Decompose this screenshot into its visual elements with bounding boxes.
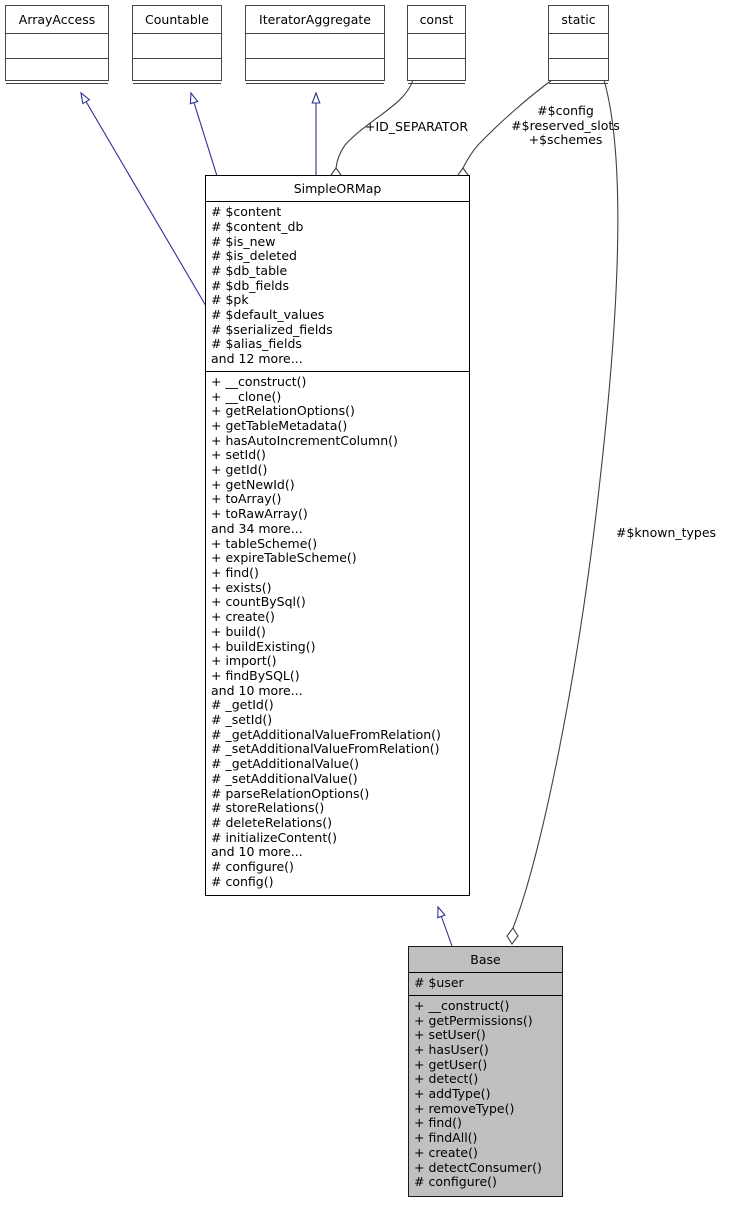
class-member: and 10 more...: [211, 682, 303, 698]
class-member: # _setAdditionalValue(): [211, 770, 358, 786]
class-member: + buildExisting(): [211, 638, 316, 654]
class-box-base[interactable]: Base # $user + __construct()+ getPermiss…: [408, 946, 563, 1197]
class-member: + exists(): [211, 579, 272, 595]
class-member: + __construct(): [414, 997, 510, 1013]
class-member: + toRawArray(): [211, 506, 308, 522]
class-title-iterator-aggregate: IteratorAggregate: [246, 6, 384, 35]
class-member: # $is_deleted: [211, 248, 297, 264]
class-member: + __construct(): [211, 373, 307, 389]
class-member: # _getId(): [211, 697, 274, 713]
class-member: + find(): [414, 1115, 462, 1131]
class-member: + getPermissions(): [414, 1012, 533, 1028]
class-member: + getTableMetadata(): [211, 417, 348, 433]
class-box-static[interactable]: static: [548, 5, 609, 85]
class-member: # parseRelationOptions(): [211, 785, 370, 801]
class-member: + hasUser(): [414, 1041, 489, 1057]
class-member: + findAll(): [414, 1130, 478, 1146]
class-title-simple-or-map: SimpleORMap: [206, 176, 469, 203]
class-member: # $db_fields: [211, 277, 290, 293]
class-operations-array-access: [6, 59, 108, 85]
class-member: + getUser(): [414, 1056, 488, 1072]
class-member: + getNewId(): [211, 476, 295, 492]
edge-label-config: #$config: [537, 103, 594, 118]
class-member: + toArray(): [211, 491, 282, 507]
class-member: + expireTableScheme(): [211, 550, 357, 566]
edge-simpleormap-arrayaccess: [80, 91, 207, 307]
class-member: # $is_new: [211, 233, 276, 249]
class-member: + addType(): [414, 1086, 491, 1102]
class-member: # configure(): [414, 1174, 497, 1190]
class-member: + removeType(): [414, 1100, 515, 1116]
class-box-const[interactable]: const: [407, 5, 466, 85]
class-member: + hasAutoIncrementColumn(): [211, 432, 398, 448]
edge-base-simpleormap: [437, 905, 453, 947]
class-member: + create(): [211, 609, 275, 625]
class-operations-countable: [133, 59, 221, 85]
class-operations-static: [549, 59, 608, 85]
class-member: # $serialized_fields: [211, 321, 333, 337]
class-member: + tableScheme(): [211, 535, 318, 551]
class-member: and 34 more...: [211, 520, 303, 536]
class-box-iterator-aggregate[interactable]: IteratorAggregate: [245, 5, 385, 85]
class-title-base: Base: [409, 947, 562, 974]
class-member: + find(): [211, 565, 259, 580]
class-member: + build(): [211, 623, 266, 639]
class-title-const: const: [408, 6, 465, 35]
class-member: and 10 more...: [211, 844, 303, 860]
class-member: + setUser(): [414, 1027, 486, 1043]
class-operations-base: + __construct()+ getPermissions()+ setUs…: [409, 996, 562, 1194]
class-title-array-access: ArrayAccess: [6, 6, 108, 35]
class-member: # $alias_fields: [211, 336, 302, 352]
class-operations-iterator-aggregate: [246, 59, 384, 85]
class-member: # _getAdditionalValue(): [211, 756, 360, 772]
class-member: # _getAdditionalValueFromRelation(): [211, 726, 441, 742]
class-title-static: static: [549, 6, 608, 35]
class-attributes-static: [549, 34, 608, 60]
class-member: + findBySQL(): [211, 667, 300, 683]
class-attributes-array-access: [6, 34, 108, 60]
class-member: + __clone(): [211, 388, 282, 404]
class-member: # $pk: [211, 292, 249, 308]
class-member: + getId(): [211, 462, 268, 478]
class-attributes-base: # $user: [409, 973, 562, 996]
class-member: # initializeContent(): [211, 829, 338, 845]
class-member: + countBySql(): [211, 594, 306, 610]
edge-static-base: [506, 79, 619, 945]
class-operations-simple-or-map: + __construct()+ __clone()+ getRelationO…: [206, 372, 469, 894]
class-member: # $user: [414, 975, 464, 991]
class-member: # storeRelations(): [211, 800, 325, 816]
class-attributes-countable: [133, 34, 221, 60]
class-member: + create(): [414, 1144, 478, 1160]
class-attributes-const: [408, 34, 465, 60]
class-member: # configure(): [211, 859, 294, 875]
class-box-simple-or-map[interactable]: SimpleORMap # $content# $content_db# $is…: [205, 175, 470, 896]
class-attributes-simple-or-map: # $content# $content_db# $is_new# $is_de…: [206, 202, 469, 372]
class-member: # config(): [211, 873, 274, 889]
edge-label-static-members: #$config #$reserved_slots +$schemes: [508, 103, 623, 148]
class-member: and 12 more...: [211, 351, 303, 367]
class-member: # _setAdditionalValueFromRelation(): [211, 741, 440, 757]
class-member: + getRelationOptions(): [211, 403, 355, 419]
class-title-countable: Countable: [133, 6, 221, 35]
class-member: # $default_values: [211, 307, 325, 323]
class-member: + detectConsumer(): [414, 1159, 542, 1175]
edge-simpleormap-countable: [189, 91, 218, 177]
edge-label-reserved-slots: #$reserved_slots: [511, 117, 620, 133]
class-box-array-access[interactable]: ArrayAccess: [5, 5, 109, 85]
edge-label-schemes: +$schemes: [528, 132, 603, 148]
class-member: # $content: [211, 204, 282, 220]
class-member: + detect(): [414, 1071, 479, 1087]
class-attributes-iterator-aggregate: [246, 34, 384, 60]
class-member: # deleteRelations(): [211, 814, 332, 830]
class-member: # $db_table: [211, 262, 288, 278]
class-member: # $content_db: [211, 218, 304, 234]
class-member: # _setId(): [211, 712, 273, 728]
class-member: + import(): [211, 653, 277, 669]
class-operations-const: [408, 59, 465, 85]
edge-label-id-separator: +ID_SEPARATOR: [365, 119, 469, 134]
edge-label-known-types: #$known_types: [616, 525, 717, 540]
class-box-countable[interactable]: Countable: [132, 5, 222, 85]
class-member: + setId(): [211, 447, 266, 463]
